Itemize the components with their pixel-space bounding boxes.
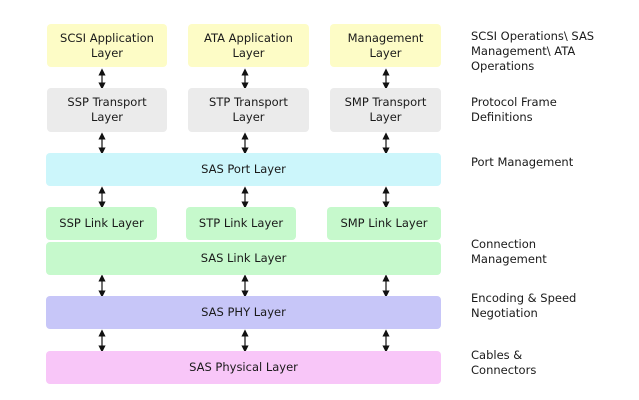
desc-protocol-frame-text: Protocol Frame Definitions [471, 95, 557, 124]
desc-encoding-text: Encoding & Speed Negotiation [471, 291, 577, 320]
smp-transport-layer-label: SMP Transport Layer [344, 95, 427, 124]
stp-link-layer: STP Link Layer [186, 207, 296, 240]
stp-link-layer-label: STP Link Layer [198, 216, 284, 230]
scsi-application-layer: SCSI Application Layer [47, 24, 167, 67]
ata-application-layer: ATA Application Layer [188, 24, 309, 67]
sas-link-layer: SAS Link Layer [46, 242, 441, 275]
stp-transport-layer: STP Transport Layer [188, 88, 309, 132]
ata-application-layer-label: ATA Application Layer [204, 30, 293, 60]
sas-port-layer-label: SAS Port Layer [201, 162, 286, 176]
sas-phy-layer-label: SAS PHY Layer [201, 305, 286, 319]
ssp-transport-layer-label: SSP Transport Layer [67, 95, 147, 124]
sas-link-layer-label: SAS Link Layer [200, 251, 287, 265]
smp-link-layer: SMP Link Layer [327, 207, 441, 240]
sas-port-layer: SAS Port Layer [46, 153, 441, 186]
desc-operations-text: SCSI Operations\ SAS Management\ ATA Ope… [471, 29, 595, 73]
stp-transport-layer-label: STP Transport Layer [209, 95, 288, 124]
desc-protocol-frame: Protocol Frame Definitions [471, 95, 581, 125]
ssp-transport-layer: SSP Transport Layer [47, 88, 167, 132]
desc-cables: Cables & Connectors [471, 348, 551, 378]
management-layer-label: Management Layer [347, 30, 424, 60]
ssp-link-layer-label: SSP Link Layer [59, 216, 144, 230]
desc-port-management: Port Management [471, 155, 611, 170]
scsi-application-layer-label: SCSI Application Layer [60, 30, 154, 60]
sas-phy-layer: SAS PHY Layer [46, 296, 441, 329]
desc-connection-management-text: Connection Management [471, 237, 547, 266]
desc-cables-text: Cables & Connectors [471, 348, 537, 377]
sas-physical-layer-label: SAS Physical Layer [189, 360, 298, 374]
desc-operations: SCSI Operations\ SAS Management\ ATA Ope… [471, 29, 603, 74]
desc-encoding: Encoding & Speed Negotiation [471, 291, 581, 321]
desc-port-management-text: Port Management [471, 155, 574, 169]
desc-connection-management: Connection Management [471, 237, 571, 267]
sas-physical-layer: SAS Physical Layer [46, 351, 441, 384]
smp-transport-layer: SMP Transport Layer [330, 88, 441, 132]
smp-link-layer-label: SMP Link Layer [340, 216, 428, 230]
management-layer: Management Layer [330, 24, 441, 67]
ssp-link-layer: SSP Link Layer [46, 207, 157, 240]
